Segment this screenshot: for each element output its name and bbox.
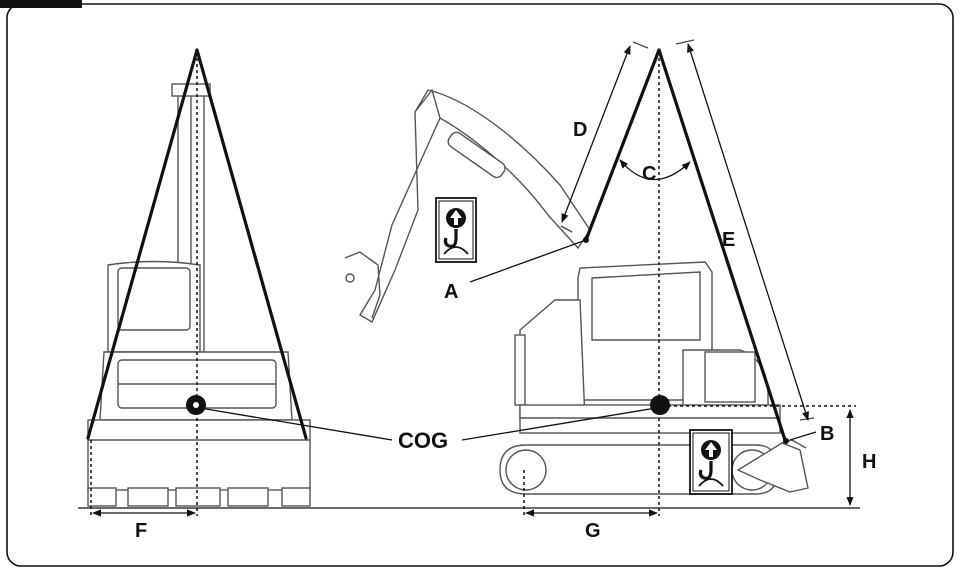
label-g: G — [585, 520, 601, 542]
label-cog: COG — [398, 428, 448, 453]
lift-hook-icon — [435, 197, 477, 263]
label-h: H — [862, 451, 876, 473]
dimension-d-arrow — [560, 41, 649, 233]
angle-c-arc — [619, 159, 691, 181]
label-d: D — [573, 119, 587, 141]
dimension-e-arrow — [675, 39, 815, 421]
label-a: A — [444, 281, 458, 303]
label-c: C — [642, 163, 656, 185]
lift-point-b — [783, 438, 789, 444]
label-e: E — [722, 229, 735, 251]
label-f: F — [135, 520, 147, 542]
front-sling-lines — [86, 48, 308, 516]
side-cog-marker — [650, 395, 670, 415]
label-b: B — [820, 423, 834, 445]
leader-lines — [199, 239, 817, 441]
front-view-machine — [87, 83, 311, 507]
lift-hook-icon — [689, 429, 733, 495]
